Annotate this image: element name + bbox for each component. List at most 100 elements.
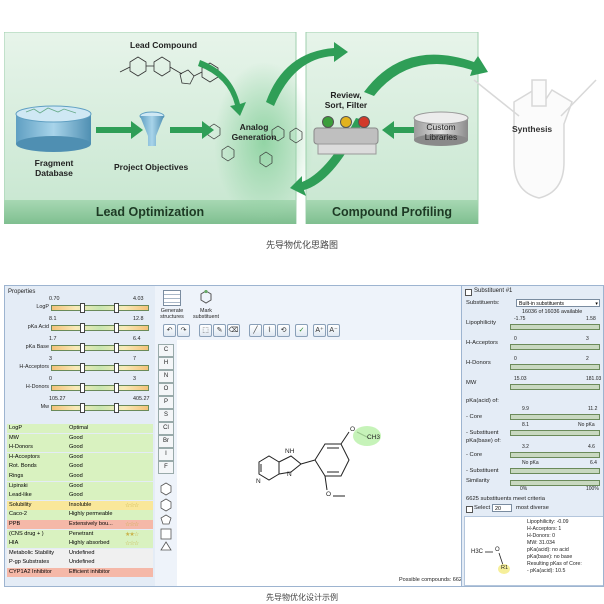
- element-button[interactable]: N: [158, 370, 174, 383]
- funnel-icon: [139, 111, 165, 146]
- substituent-property-label: H-Acceptors: [466, 340, 498, 346]
- element-button[interactable]: C: [158, 344, 174, 357]
- check-button[interactable]: ✓: [295, 324, 308, 337]
- mini-r1: R1: [501, 565, 509, 571]
- bottom-caption: 先导物优化设计示例: [266, 593, 338, 602]
- property-row[interactable]: (CNS drug + )Penetrant★★☆: [7, 529, 153, 539]
- undo-button[interactable]: ↶: [163, 324, 176, 337]
- property-slider[interactable]: [51, 403, 149, 413]
- slider-handle-min[interactable]: [80, 323, 85, 333]
- properties-title: Properties: [8, 289, 36, 295]
- substituent-slider[interactable]: [510, 364, 600, 370]
- property-slider[interactable]: [51, 323, 149, 333]
- redo-button[interactable]: ↷: [177, 324, 190, 337]
- atom-ch3-top: CH3: [367, 434, 381, 441]
- substituent-slider[interactable]: [510, 324, 600, 330]
- atom-o-top: O: [350, 426, 356, 433]
- similarity-slider[interactable]: [510, 480, 600, 486]
- element-button[interactable]: Cl: [158, 422, 174, 435]
- element-button[interactable]: I: [158, 448, 174, 461]
- element-button[interactable]: P: [158, 396, 174, 409]
- element-button[interactable]: H: [158, 357, 174, 370]
- single-bond-button[interactable]: ╱: [249, 324, 262, 337]
- property-value: Good: [69, 463, 83, 470]
- slider-max: 12.8: [133, 316, 144, 322]
- substituent-slider[interactable]: [510, 384, 600, 390]
- substituent-slider[interactable]: [510, 344, 600, 350]
- property-slider[interactable]: [51, 383, 149, 393]
- substituents-select[interactable]: Built-in substituents▾: [516, 299, 600, 307]
- slider-handle-min[interactable]: [80, 303, 85, 313]
- rating-stars-icon: ★★☆: [125, 531, 139, 538]
- substituent-range-min: 0: [514, 336, 517, 342]
- font-increase-button[interactable]: A⁺: [313, 324, 326, 337]
- pka-acid-subst-min: 8.1: [522, 422, 529, 428]
- element-button[interactable]: Br: [158, 435, 174, 448]
- detail-line: H-Acceptors: 1: [527, 526, 562, 532]
- select-checkbox[interactable]: [466, 506, 473, 513]
- pencil-tool-button[interactable]: ✎: [213, 324, 226, 337]
- slider-handle-max[interactable]: [114, 383, 119, 393]
- property-name: Rings: [9, 473, 24, 479]
- property-slider[interactable]: [51, 343, 149, 353]
- rotate-button[interactable]: ⟲: [277, 324, 290, 337]
- pka-acid-subst-slider[interactable]: [510, 430, 600, 436]
- element-button[interactable]: F: [158, 461, 174, 474]
- eraser-tool-button[interactable]: ⌫: [227, 324, 240, 337]
- pka-base-core-slider[interactable]: [510, 452, 600, 458]
- slider-handle-min[interactable]: [80, 383, 85, 393]
- project-objectives-label: Project Objectives: [114, 162, 189, 172]
- chain-tool-button[interactable]: ⌇: [263, 324, 276, 337]
- slider-handle-min[interactable]: [80, 363, 85, 373]
- element-button[interactable]: S: [158, 409, 174, 422]
- slider-handle-max[interactable]: [114, 303, 119, 313]
- element-button[interactable]: O: [158, 383, 174, 396]
- substituent-checkbox[interactable]: [465, 289, 472, 296]
- benzene-ring-icon: [160, 482, 172, 496]
- property-slider[interactable]: [51, 363, 149, 373]
- slider-handle-max[interactable]: [114, 363, 119, 373]
- mark-substituent-label[interactable]: Mark substituent: [192, 308, 220, 320]
- structure-canvas[interactable]: NH N N O CH3 O Possible compounds: 6625: [177, 340, 465, 586]
- mark-substituent-icon[interactable]: [199, 289, 213, 304]
- font-decrease-button[interactable]: A⁻: [327, 324, 340, 337]
- select-tool-button[interactable]: ⬚: [199, 324, 212, 337]
- property-value: Optimal: [69, 425, 89, 431]
- property-name: H-Donors: [9, 444, 33, 451]
- ring-shapes[interactable]: [155, 480, 177, 552]
- pka-base-substituent-label: - Substituent: [466, 468, 499, 474]
- property-slider[interactable]: [51, 303, 149, 313]
- slider-handle-max[interactable]: [114, 403, 119, 413]
- pka-acid-core-slider[interactable]: [510, 414, 600, 420]
- select-count-input[interactable]: 20: [492, 504, 512, 512]
- pka-base-subst-max: 6.4: [590, 460, 597, 466]
- substituents-label: Substituents:: [466, 300, 500, 306]
- generate-structures-label[interactable]: Generate structures: [160, 308, 184, 320]
- property-value: Insoluble: [69, 501, 92, 508]
- slider-min: 0.70: [49, 296, 60, 302]
- slider-handle-min[interactable]: [80, 403, 85, 413]
- slider-handle-min[interactable]: [80, 343, 85, 353]
- slider-handle-max[interactable]: [114, 343, 119, 353]
- slider-handle-max[interactable]: [114, 323, 119, 333]
- generate-structures-icon[interactable]: [163, 290, 181, 306]
- pka-base-subst-slider[interactable]: [510, 468, 600, 474]
